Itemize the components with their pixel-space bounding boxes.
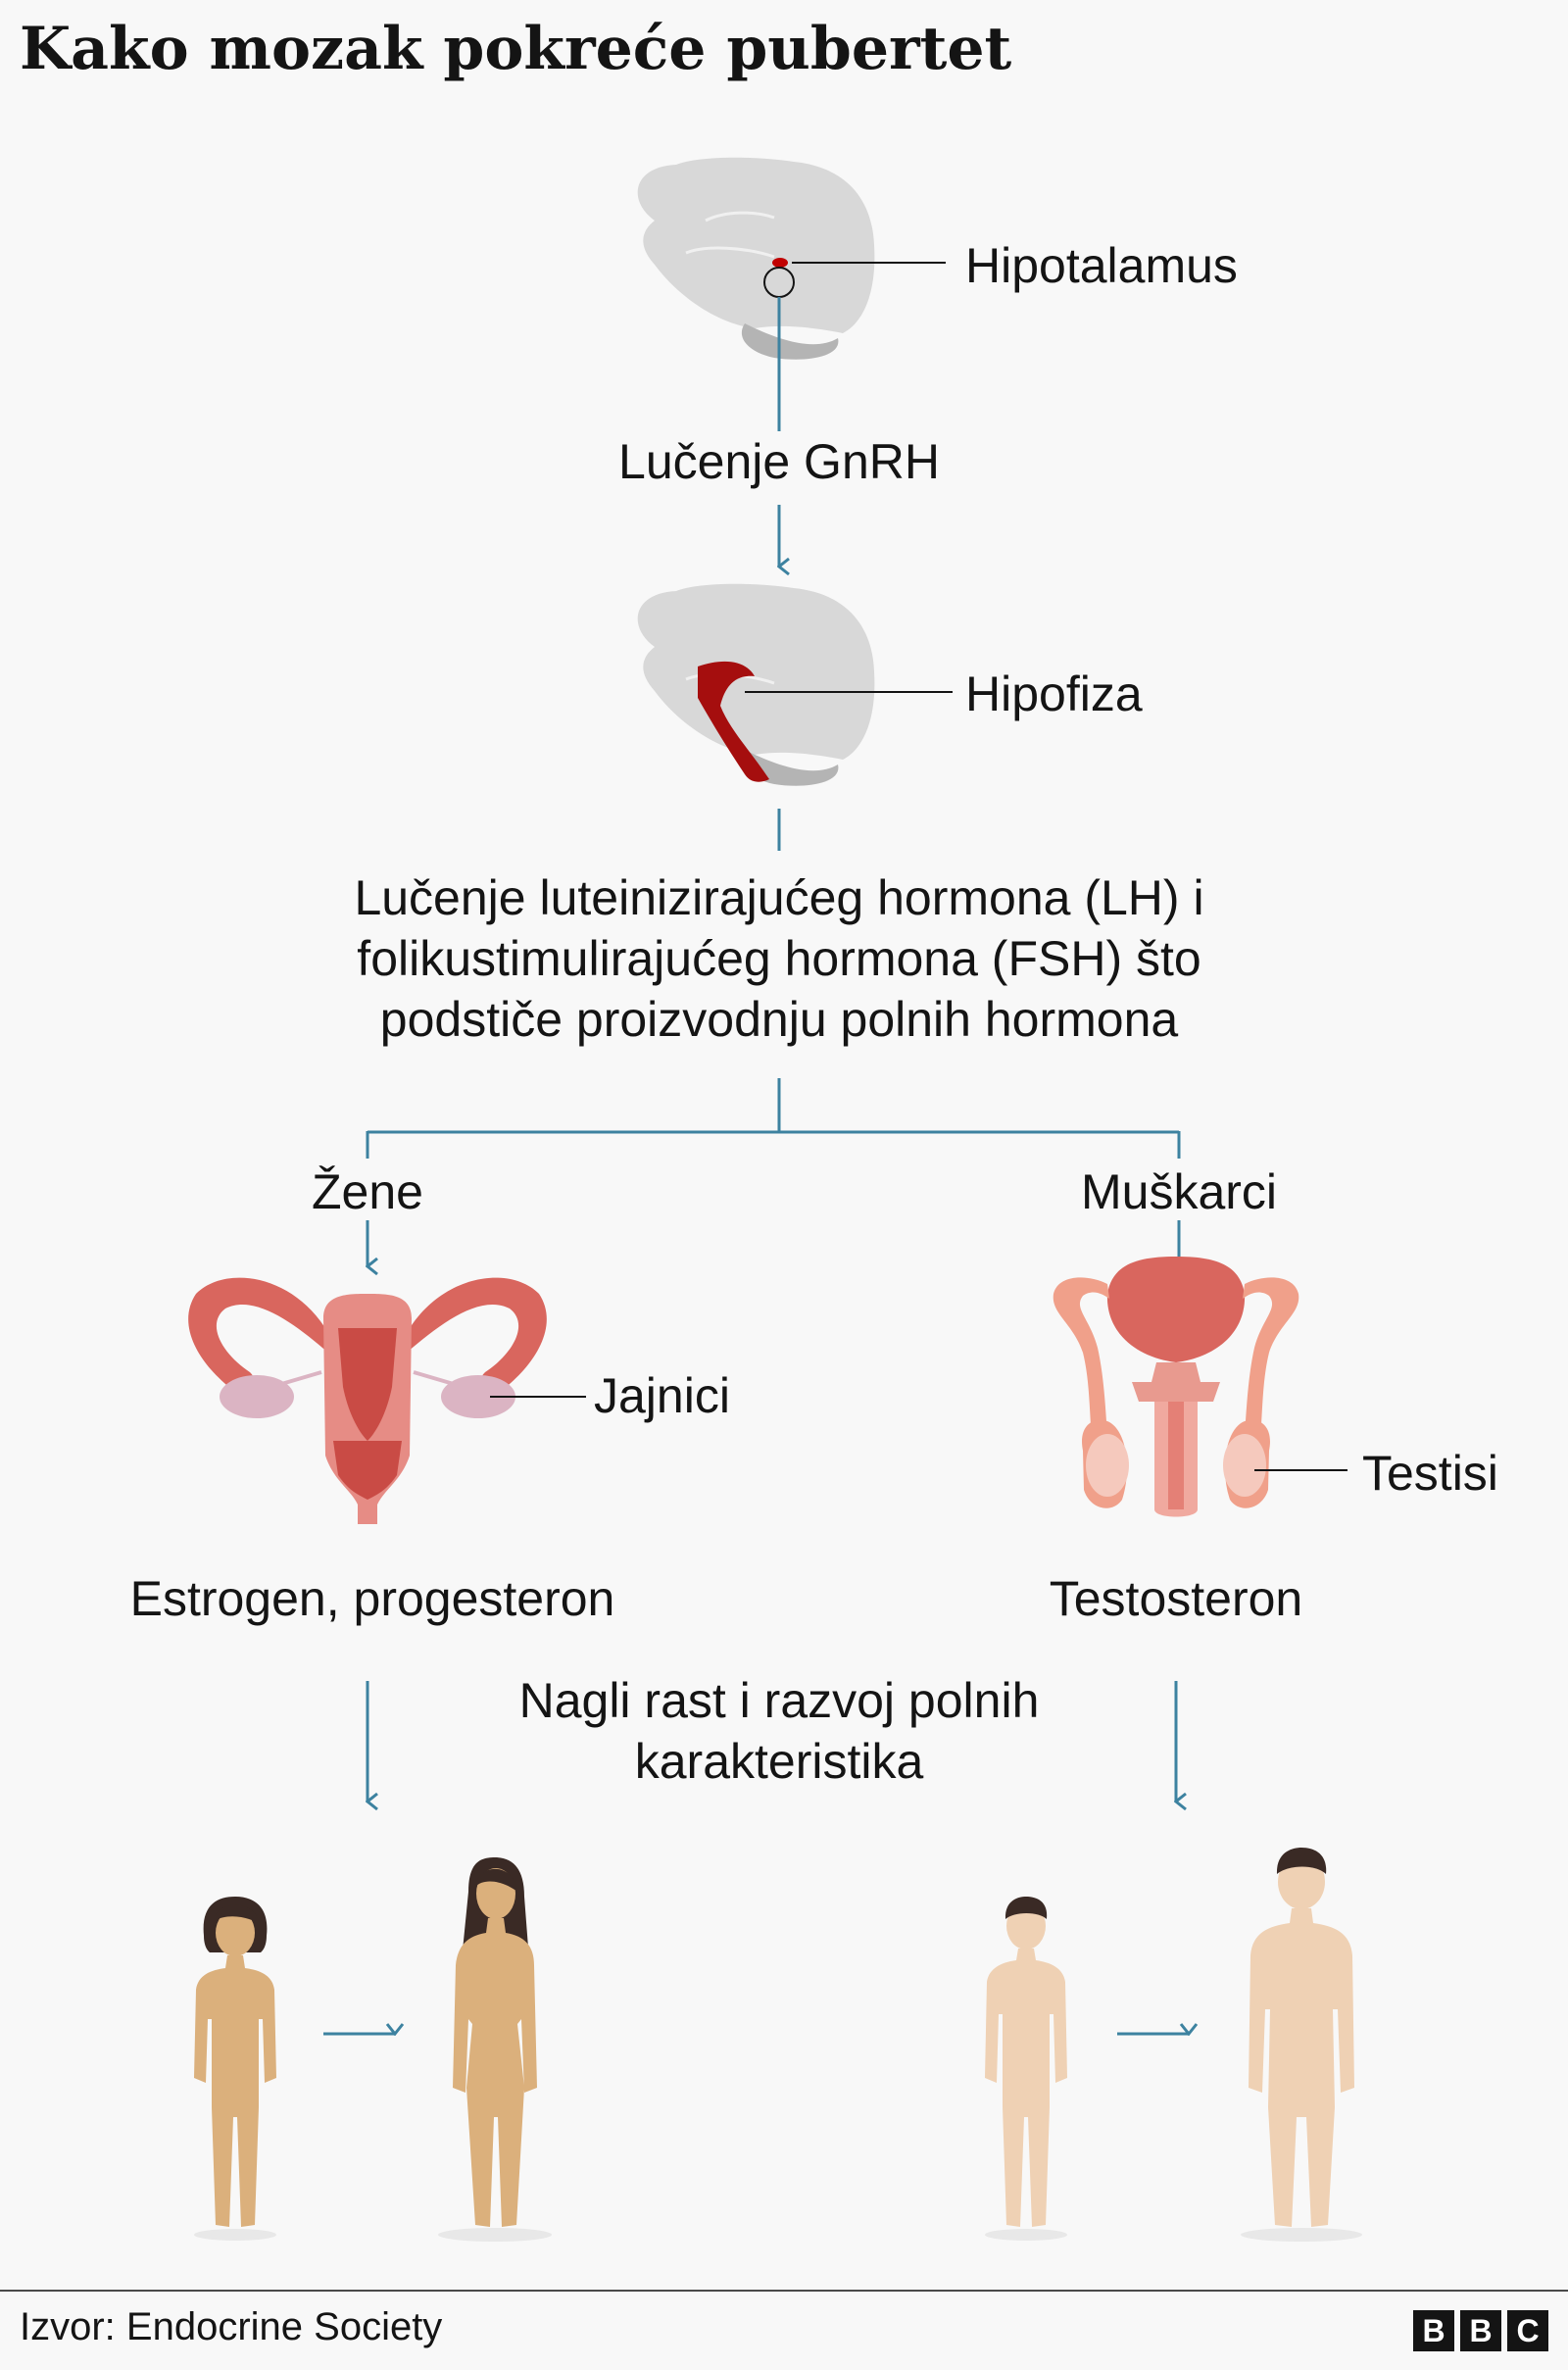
girl-icon bbox=[194, 1897, 276, 2241]
hypothalamus-label: Hipotalamus bbox=[965, 238, 1238, 293]
pituitary-label: Hipofiza bbox=[965, 667, 1143, 721]
woman-icon bbox=[438, 1857, 552, 2242]
male-reproductive-icon bbox=[1053, 1257, 1348, 1517]
lh-fsh-line: Lučenje luteinizirajućeg hormona (LH) i bbox=[354, 870, 1204, 925]
growth-text: Nagli rast i razvoj polnih karakteristik… bbox=[436, 1670, 1122, 1792]
men-label: Muškarci bbox=[1080, 1164, 1278, 1219]
growth-line: karakteristika bbox=[634, 1734, 924, 1789]
bbc-logo: B B C bbox=[1413, 2310, 1548, 2351]
brain-icon bbox=[637, 583, 953, 786]
brain-icon bbox=[637, 157, 946, 431]
logo-letter: B bbox=[1460, 2310, 1501, 2351]
male-hormones-label: Testosteron bbox=[1049, 1571, 1303, 1626]
gnrh-label: Lučenje GnRH bbox=[618, 434, 940, 489]
lh-fsh-line: folikustimulirajućeg hormona (FSH) što bbox=[357, 931, 1201, 986]
source-text: Izvor: Endocrine Society bbox=[20, 2305, 443, 2348]
hypothalamus-dot bbox=[772, 258, 788, 268]
lh-fsh-line: podstiče proizvodnju polnih hormona bbox=[379, 992, 1179, 1047]
growth-line: Nagli rast i razvoj polnih bbox=[518, 1673, 1040, 1728]
boy-icon bbox=[985, 1897, 1067, 2241]
logo-letter: C bbox=[1507, 2310, 1548, 2351]
lh-fsh-text: Lučenje luteinizirajućeg hormona (LH) i … bbox=[191, 867, 1367, 1050]
footer-divider bbox=[0, 2290, 1568, 2292]
uterus-icon bbox=[188, 1277, 586, 1524]
page-title: Kako mozak pokreće pubertet bbox=[20, 15, 1012, 83]
female-hormones-label: Estrogen, progesteron bbox=[129, 1571, 615, 1626]
women-label: Žene bbox=[312, 1164, 423, 1219]
pituitary-shape bbox=[698, 661, 769, 782]
ovaries-label: Jajnici bbox=[594, 1368, 730, 1423]
testes-label: Testisi bbox=[1362, 1446, 1498, 1501]
man-icon bbox=[1241, 1848, 1362, 2242]
logo-letter: B bbox=[1413, 2310, 1454, 2351]
